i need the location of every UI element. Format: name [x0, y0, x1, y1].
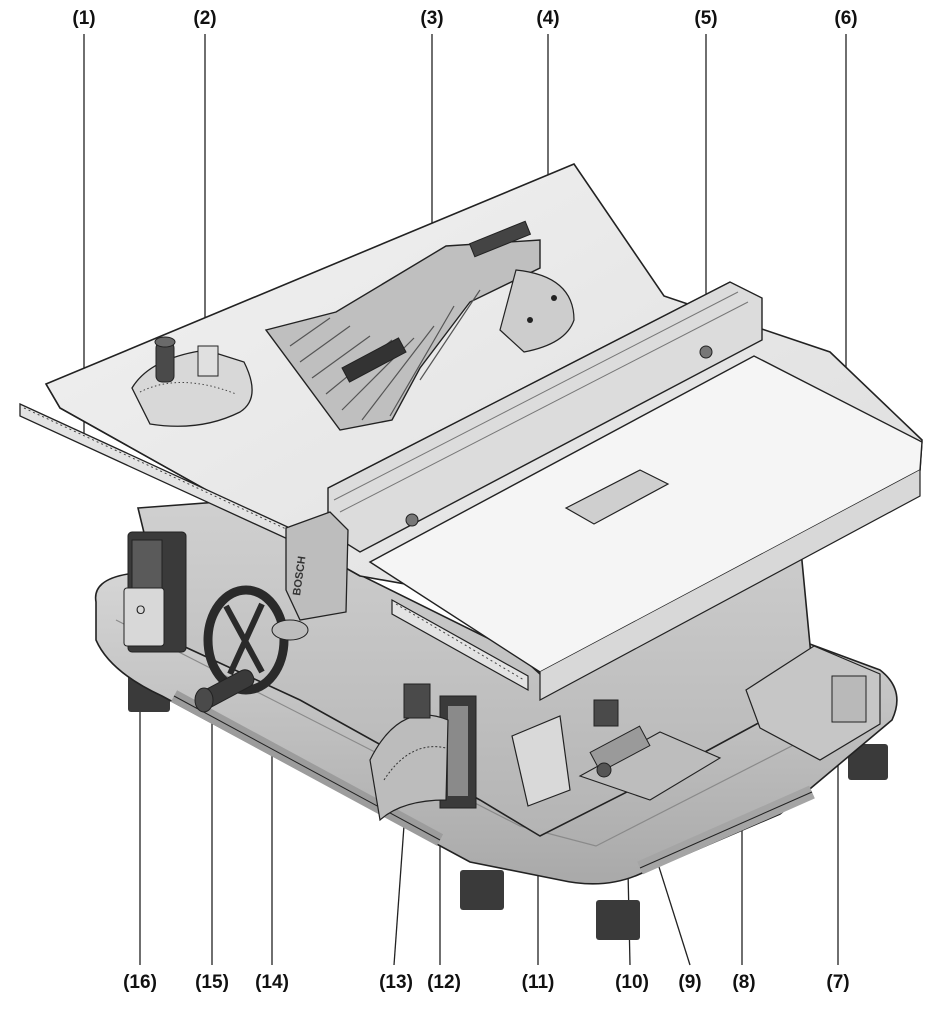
callout-15: (15)	[195, 972, 229, 993]
mitre-gauge	[131, 336, 253, 427]
callout-16: (16)	[123, 972, 157, 993]
callout-5: (5)	[694, 8, 718, 29]
switch-off-marking: O	[136, 603, 145, 617]
brand-marking: BOSCH	[291, 555, 308, 596]
saw-blade	[499, 269, 575, 353]
callout-4: (4)	[536, 8, 560, 29]
callout-14: (14)	[255, 972, 289, 993]
callout-11: (11)	[521, 972, 555, 993]
frame-tubes	[170, 690, 815, 875]
callout-1: (1)	[72, 8, 96, 29]
callout-12: (12)	[427, 972, 461, 993]
callout-8: (8)	[732, 972, 756, 993]
locking-lever	[194, 669, 255, 713]
rip-fence: BOSCH	[285, 281, 763, 621]
callout-10: (10)	[615, 972, 649, 993]
blade-guard	[264, 220, 541, 431]
callout-3: (3)	[420, 8, 444, 29]
on-off-switch: O	[123, 531, 187, 653]
callout-2: (2)	[193, 8, 217, 29]
callout-13: (13)	[379, 972, 413, 993]
callout-6: (6)	[834, 8, 858, 29]
handwheel	[203, 585, 309, 695]
bevel-scale	[369, 695, 477, 822]
callout-9: (9)	[678, 972, 702, 993]
callout-7: (7)	[826, 972, 850, 993]
bevel-lock-knob	[403, 683, 431, 719]
